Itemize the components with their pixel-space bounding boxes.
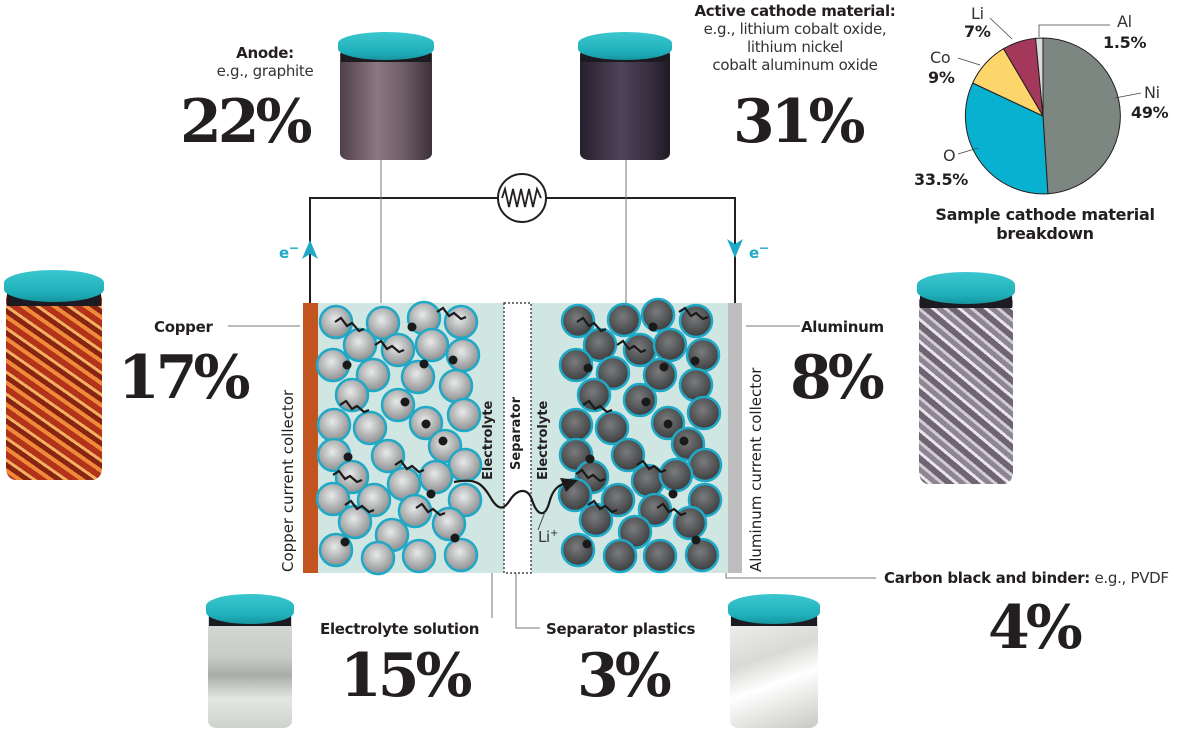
lithium-ion-arrow-icon	[560, 478, 578, 492]
separator-label: Separator plastics	[546, 620, 696, 638]
pie-label-li-name: Li	[971, 4, 984, 23]
cathode-example-2: lithium nickel	[746, 38, 844, 56]
carbon-example: e.g., PVDF	[1094, 569, 1169, 587]
cathode-example-3: cobalt aluminum oxide	[712, 56, 878, 74]
binder-squiggles	[332, 306, 709, 517]
anode-percent: 22%	[180, 87, 313, 157]
electron-symbol: e	[279, 244, 289, 262]
resistor-icon	[497, 173, 547, 223]
pie-title-line1: Sample cathode material	[935, 205, 1155, 224]
lithium-ion-label: Li+	[538, 528, 558, 546]
cathode-percent: 31%	[733, 87, 866, 157]
cathode-pie-chart	[964, 37, 1121, 195]
pie-label-li-value: 7%	[964, 22, 991, 41]
separator-jar-image	[728, 594, 820, 728]
anode-particles	[315, 300, 483, 576]
aluminum-collector	[728, 303, 742, 573]
cathode-example-1: e.g., lithium cobalt oxide,	[703, 20, 887, 38]
pie-label-co-name: Co	[930, 48, 951, 67]
electron-arrow-down-icon	[727, 239, 743, 258]
electron-charge: −	[758, 240, 770, 255]
lithium-ion-dots	[340, 322, 701, 549]
electron-label-left: e−	[279, 240, 299, 262]
pie-label-al-name: Al	[1117, 12, 1132, 31]
lithium-symbol: Li	[538, 528, 550, 546]
electron-arrow-up-icon	[302, 240, 318, 259]
pie-label-ni-value: 49%	[1131, 103, 1169, 122]
copper-label: Copper	[154, 318, 213, 336]
anode-label: Anode:	[236, 44, 294, 62]
electron-charge: −	[288, 240, 300, 255]
pie-title: Sample cathode material breakdown	[920, 205, 1170, 243]
pie-label-o-value: 33.5%	[914, 170, 969, 189]
aluminum-percent: 8%	[790, 343, 885, 413]
electrolyte-jar-image	[206, 594, 294, 728]
separator-percent: 3%	[577, 641, 672, 711]
carbon-label: Carbon black and binder:	[884, 569, 1090, 587]
electrolyte-left-label: Electrolyte	[481, 400, 496, 480]
anode-label-group: Anode: e.g., graphite	[190, 44, 340, 80]
pie-label-co-value: 9%	[928, 68, 955, 87]
carbon-percent: 4%	[988, 593, 1083, 663]
anode-example: e.g., graphite	[216, 62, 314, 80]
copper-collector-label: Copper current collector	[279, 389, 297, 572]
electrolyte-right-label: Electrolyte	[536, 400, 551, 480]
electrolyte-percent: 15%	[340, 641, 473, 711]
aluminum-jar-image	[917, 272, 1015, 484]
aluminum-label: Aluminum	[801, 318, 884, 336]
cathode-particles	[557, 297, 723, 574]
pie-title-line2: breakdown	[996, 224, 1094, 243]
electrolyte-label: Electrolyte solution	[320, 620, 480, 638]
cathode-label-group: Active cathode material: e.g., lithium c…	[680, 2, 910, 74]
pie-label-al-value: 1.5%	[1103, 33, 1147, 52]
lithium-ion-path	[453, 479, 571, 515]
cathode-label: Active cathode material:	[694, 2, 896, 20]
pie-label-o-name: O	[943, 146, 956, 165]
copper-percent: 17%	[118, 343, 251, 413]
copper-collector	[303, 303, 318, 573]
aluminum-collector-label: Aluminum current collector	[747, 367, 765, 572]
pie-label-ni-name: Ni	[1144, 83, 1160, 102]
carbon-label-group: Carbon black and binder: e.g., PVDF	[884, 569, 1169, 588]
separator-vertical-label: Separator	[509, 397, 524, 470]
electron-symbol: e	[749, 244, 759, 262]
cathode-jar-image	[578, 32, 672, 160]
anode-jar-image	[338, 32, 434, 160]
copper-jar-image	[4, 270, 104, 480]
separator-region	[503, 302, 532, 574]
electron-label-right: e−	[749, 240, 769, 262]
lithium-charge: +	[549, 528, 559, 539]
